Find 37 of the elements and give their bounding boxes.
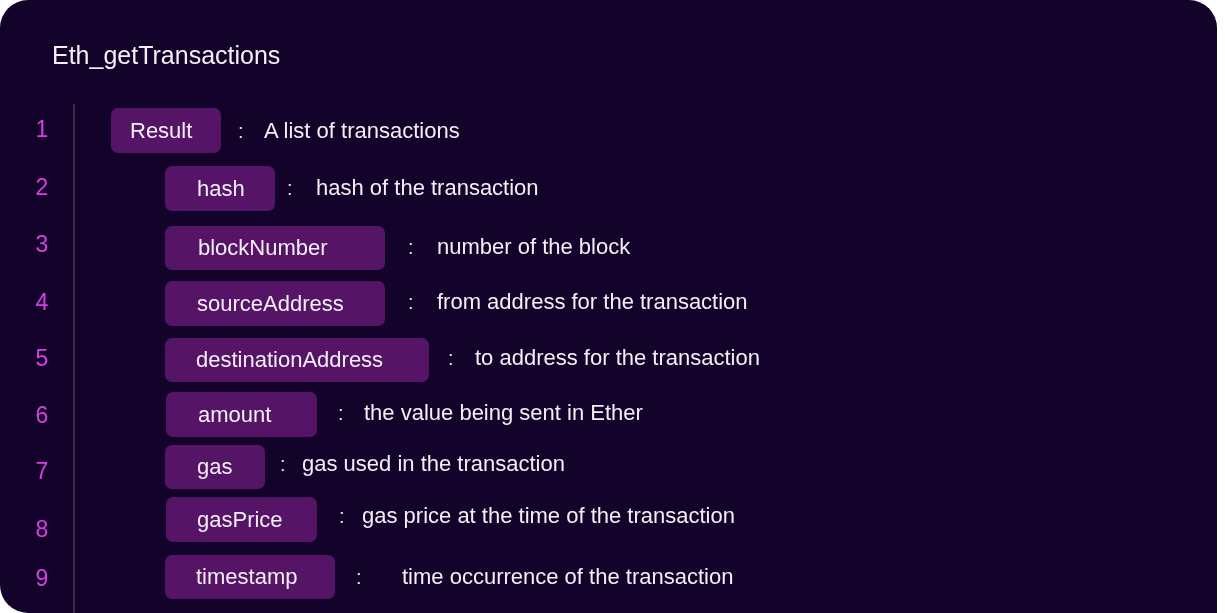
colon-separator: : [287, 176, 293, 201]
line-number: 3 [34, 230, 50, 258]
colon-separator: : [408, 235, 414, 260]
panel-title: Eth_getTransactions [52, 40, 281, 71]
colon-separator: : [356, 565, 362, 590]
colon-separator: : [339, 504, 345, 529]
field-description: hash of the transaction [316, 174, 539, 202]
field-name-tag: Result [111, 108, 221, 153]
line-number: 5 [34, 344, 50, 372]
field-description: the value being sent in Ether [364, 399, 643, 427]
field-name-tag: amount [166, 392, 317, 437]
colon-separator: : [448, 346, 454, 371]
line-number: 8 [34, 515, 50, 543]
field-name-tag: blockNumber [165, 226, 385, 270]
field-name-tag: gasPrice [166, 497, 317, 542]
field-name-tag: timestamp [165, 555, 335, 599]
line-number: 7 [34, 457, 50, 485]
field-description: A list of transactions [264, 117, 460, 145]
field-name-tag: hash [165, 166, 275, 211]
colon-separator: : [280, 452, 286, 477]
field-description: to address for the transaction [475, 344, 760, 372]
field-description: time occurrence of the transaction [402, 563, 734, 591]
colon-separator: : [338, 401, 344, 426]
line-number: 9 [34, 564, 50, 592]
line-number: 1 [34, 115, 50, 143]
field-name-tag: destinationAddress [165, 338, 429, 382]
line-number: 6 [34, 401, 50, 429]
field-description: gas used in the transaction [302, 450, 565, 478]
field-name-tag: sourceAddress [165, 281, 385, 326]
colon-separator: : [238, 119, 244, 144]
field-description: number of the block [437, 233, 631, 261]
field-name-tag: gas [165, 445, 265, 489]
line-number: 2 [34, 173, 50, 201]
line-number: 4 [34, 288, 50, 316]
field-description: gas price at the time of the transaction [362, 502, 735, 530]
colon-separator: : [408, 290, 414, 315]
field-description: from address for the transaction [437, 288, 748, 316]
